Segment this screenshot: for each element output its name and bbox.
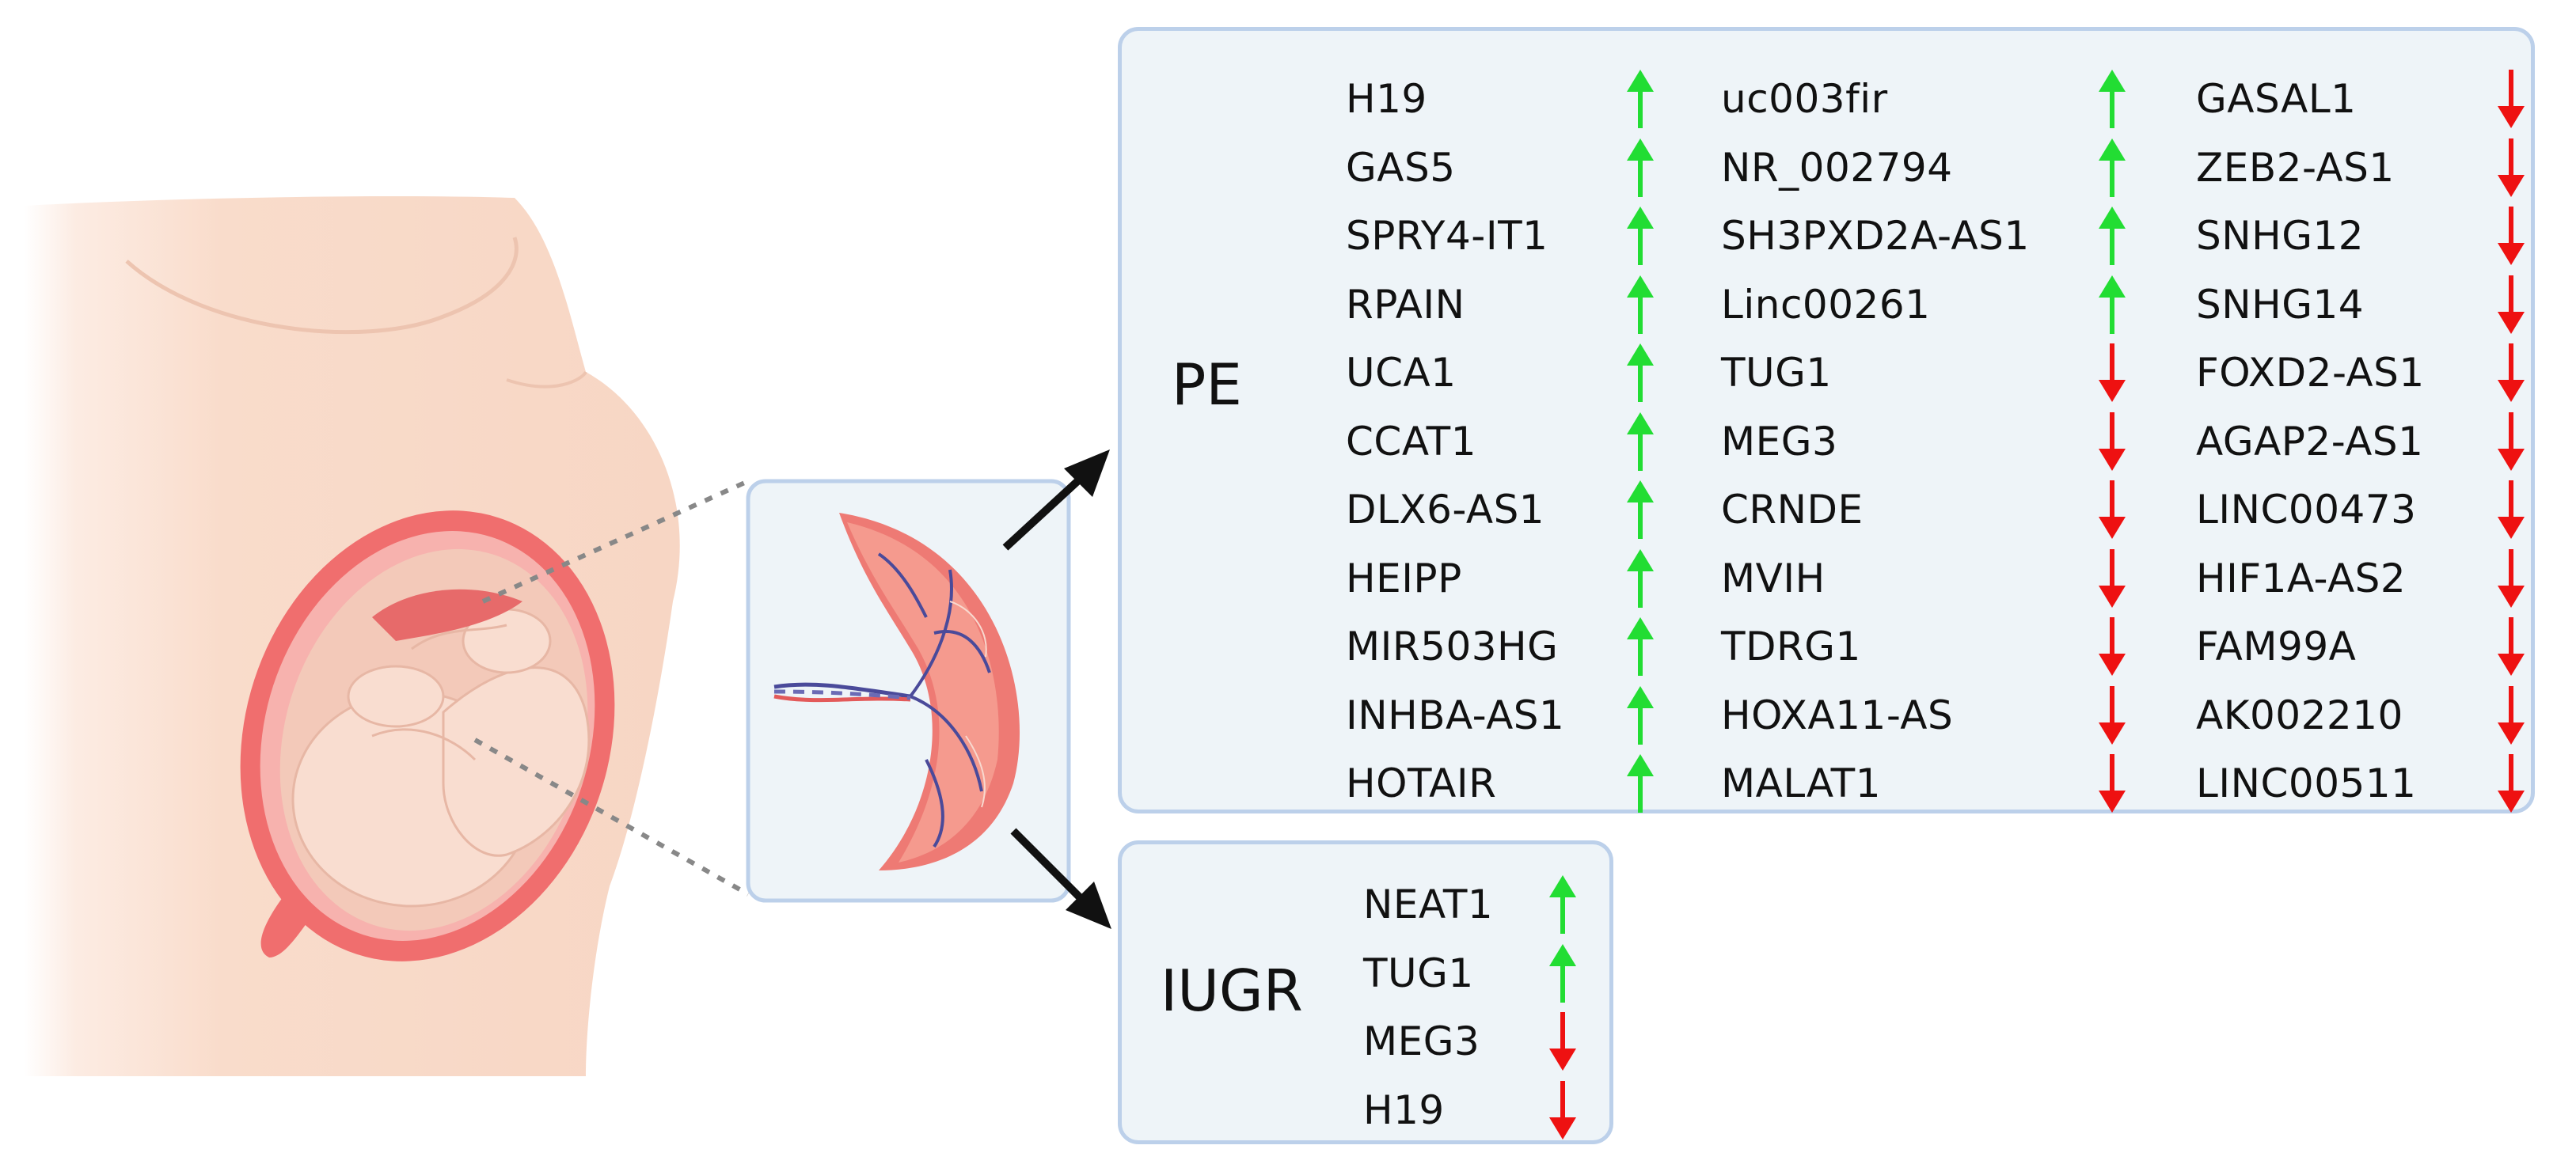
- pe-gene-label: DLX6-AS1: [1346, 487, 1545, 533]
- pe-gene-label: MVIH: [1721, 555, 1826, 601]
- pe-gene-label: SNHG12: [2196, 213, 2365, 259]
- pe-gene-label: MEG3: [1721, 418, 1838, 465]
- pe-gene-label: HEIPP: [1346, 555, 1462, 601]
- pe-gene-label: SH3PXD2A-AS1: [1721, 213, 2030, 259]
- arrow-down-icon: [2099, 548, 2126, 608]
- arrow-up-icon: [2099, 70, 2126, 128]
- arrow-down-icon: [1549, 1080, 1576, 1140]
- pe-gene-label: HOTAIR: [1346, 760, 1497, 806]
- arrow-down-icon: [2099, 617, 2126, 676]
- arrow-up-icon: [1627, 343, 1654, 402]
- arrow-up-icon: [1627, 480, 1654, 539]
- arrow-down-icon: [2099, 685, 2126, 745]
- pe-gene-label: UCA1: [1346, 350, 1457, 396]
- iugr-panel-title: IUGR: [1161, 958, 1303, 1024]
- arrow-up-icon: [1627, 411, 1654, 471]
- pe-gene-label: NR_002794: [1721, 144, 1953, 191]
- arrow-down-icon: [2498, 138, 2525, 197]
- placenta-crescent: [773, 513, 1020, 870]
- iugr-gene-label: TUG1: [1363, 950, 1474, 996]
- iugr-panel: [1118, 840, 1613, 1144]
- pe-gene-label: AGAP2-AS1: [2196, 418, 2424, 465]
- arrow-down-icon: [2498, 685, 2525, 745]
- iugr-pointer-arrow: [1010, 828, 1111, 929]
- arrow-up-icon: [2099, 138, 2126, 197]
- fetus: [291, 608, 591, 908]
- pe-gene-label: MALAT1: [1721, 760, 1882, 806]
- iugr-gene-label: NEAT1: [1363, 882, 1494, 927]
- pe-gene-label: LINC00511: [2196, 760, 2417, 806]
- arrow-down-icon: [2498, 343, 2525, 402]
- arrow-up-icon: [2099, 207, 2126, 265]
- arrow-up-icon: [1627, 70, 1654, 128]
- pe-gene-label: Linc00261: [1721, 281, 1931, 328]
- arrow-down-icon: [1549, 1012, 1576, 1071]
- arrow-down-icon: [2498, 548, 2525, 608]
- arrow-up-icon: [1627, 754, 1654, 813]
- pe-gene-label: LINC00473: [2196, 487, 2417, 533]
- arrow-down-icon: [2498, 70, 2525, 128]
- pe-gene-label: HIF1A-AS2: [2196, 555, 2407, 601]
- pe-gene-label: GASAL1: [2196, 76, 2357, 122]
- arrow-down-icon: [2099, 411, 2126, 471]
- arrow-up-icon: [1627, 548, 1654, 608]
- pe-gene-label: FOXD2-AS1: [2196, 350, 2425, 396]
- pe-pointer-arrow: [1002, 449, 1110, 551]
- arrow-up-icon: [1627, 685, 1654, 745]
- arrow-down-icon: [2099, 480, 2126, 539]
- pe-gene-label: GAS5: [1346, 144, 1456, 191]
- pe-gene-label: RPAIN: [1346, 281, 1465, 328]
- arrow-up-icon: [1627, 617, 1654, 676]
- pe-gene-label: uc003fir: [1721, 76, 1888, 122]
- pe-gene-label: HOXA11-AS: [1721, 692, 1954, 738]
- pe-gene-label: CCAT1: [1346, 418, 1476, 465]
- arrow-down-icon: [2498, 275, 2525, 334]
- arrow-down-icon: [2099, 754, 2126, 813]
- arrow-up-icon: [1549, 875, 1576, 934]
- arrow-down-icon: [2099, 343, 2126, 402]
- arrow-down-icon: [2498, 411, 2525, 471]
- arrow-up-icon: [1627, 138, 1654, 197]
- arrow-down-icon: [2498, 617, 2525, 676]
- pe-gene-label: CRNDE: [1721, 487, 1864, 533]
- pe-gene-label: TUG1: [1721, 350, 1832, 396]
- arrow-up-icon: [1627, 207, 1654, 265]
- breast-contour: [125, 237, 519, 335]
- pe-gene-label: TDRG1: [1721, 624, 1861, 669]
- arrow-down-icon: [2498, 754, 2525, 813]
- pe-gene-label: ZEB2-AS1: [2196, 144, 2395, 191]
- pe-gene-label: SPRY4-IT1: [1346, 213, 1548, 259]
- arrow-down-icon: [2498, 207, 2525, 265]
- pe-panel: [1118, 27, 2535, 813]
- arrow-up-icon: [2099, 275, 2126, 334]
- arrow-up-icon: [1627, 275, 1654, 334]
- iugr-gene-label: MEG3: [1363, 1018, 1480, 1064]
- arrow-down-icon: [2498, 480, 2525, 539]
- iugr-gene-label: H19: [1363, 1086, 1445, 1133]
- pe-gene-label: AK002210: [2196, 692, 2403, 738]
- arrow-up-icon: [1549, 943, 1576, 1003]
- pe-panel-title: PE: [1172, 351, 1242, 418]
- pe-gene-label: MIR503HG: [1346, 624, 1559, 669]
- pe-gene-label: SNHG14: [2196, 281, 2365, 328]
- pe-gene-label: FAM99A: [2196, 624, 2357, 669]
- pe-gene-label: INHBA-AS1: [1346, 692, 1565, 738]
- pe-gene-label: H19: [1346, 76, 1427, 122]
